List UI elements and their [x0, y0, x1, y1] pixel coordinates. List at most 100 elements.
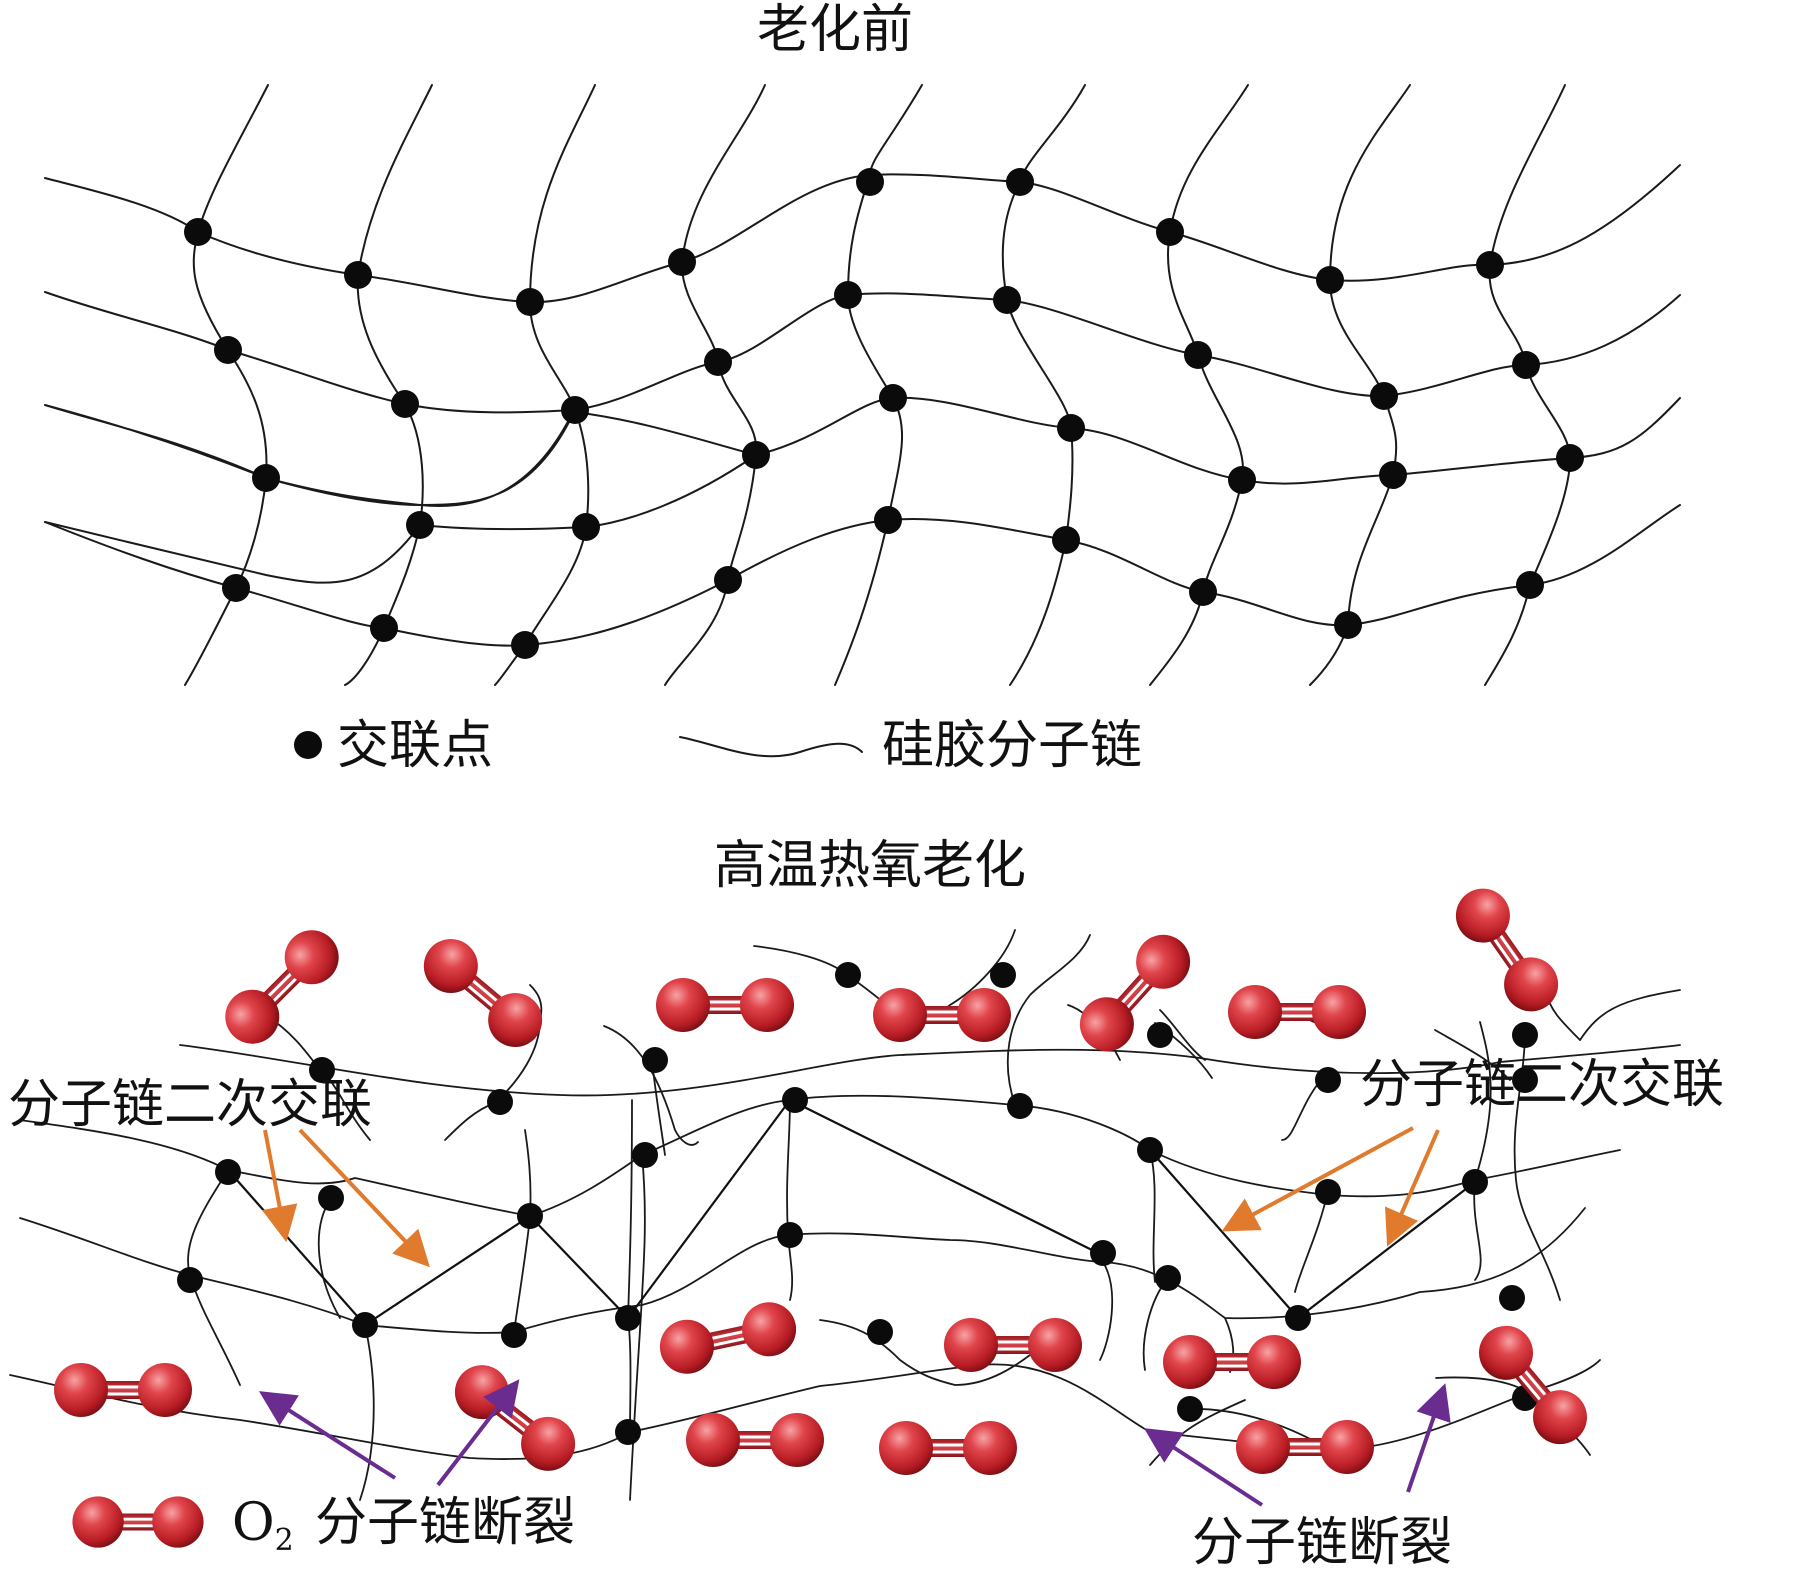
chain-break-arrow — [1406, 1383, 1451, 1493]
legend-crosslink-icon — [294, 731, 322, 759]
o2-molecule-icon — [411, 926, 555, 1060]
crosslink-point — [318, 1185, 344, 1211]
aged-chain — [603, 1025, 699, 1146]
chain-break-arrow — [258, 1391, 397, 1480]
crosslink-point — [834, 281, 862, 309]
crosslink-point — [1285, 1305, 1311, 1331]
crosslink-bond — [789, 1099, 1103, 1256]
crosslink-point — [516, 288, 544, 316]
crosslink-point — [835, 962, 861, 988]
crosslink-point — [406, 511, 434, 539]
aged-chain — [1149, 1149, 1156, 1283]
crosslink-point — [252, 464, 280, 492]
crosslink-point — [777, 1222, 803, 1248]
crosslink-point — [1184, 341, 1212, 369]
crosslink-point — [1177, 1396, 1203, 1422]
aged-chain — [1434, 1029, 1511, 1081]
crosslink-point — [1052, 526, 1080, 554]
crosslink-point — [222, 574, 250, 602]
crosslink-point — [1147, 1022, 1173, 1048]
aged-chain — [651, 1059, 666, 1156]
crosslink-point — [993, 286, 1021, 314]
crosslink-point — [1379, 461, 1407, 489]
top-h-chain — [44, 396, 1681, 508]
crosslink-point — [1090, 1240, 1116, 1266]
legend-o2-icon — [71, 1494, 205, 1550]
crosslink-point — [1228, 466, 1256, 494]
aged-chain — [359, 1324, 375, 1501]
top-h-chain — [44, 454, 757, 584]
crosslink-point — [1007, 1093, 1033, 1119]
crosslink-point — [1476, 251, 1504, 279]
legend-o2-label: O2 — [232, 1493, 294, 1558]
crosslink-point — [1512, 1067, 1538, 1093]
crosslink-point — [990, 962, 1016, 988]
crosslink-point — [352, 1312, 378, 1338]
crosslink-point — [1512, 1022, 1538, 1048]
o2-molecule-icon — [1466, 1313, 1600, 1457]
crosslink-point — [1499, 1285, 1525, 1311]
aged-chain — [786, 1099, 794, 1301]
secondary-crosslink-arrow — [1221, 1126, 1414, 1232]
o2-molecule-icon — [654, 976, 796, 1034]
top-v-chain — [664, 84, 766, 686]
annotation-arrows — [258, 1126, 1451, 1507]
secondary-crosslink-arrow — [1385, 1129, 1440, 1247]
crosslink-point — [214, 336, 242, 364]
crosslink-point — [1516, 571, 1544, 599]
crosslink-bond — [1149, 1149, 1299, 1319]
crosslink-point — [1334, 611, 1362, 639]
annotation-chain-break-left: 分子链断裂 — [315, 1493, 575, 1553]
o2-molecule-icon — [1234, 1418, 1376, 1476]
crosslink-point — [1189, 578, 1217, 606]
crosslink-point — [517, 1203, 543, 1229]
o2-molecule-icon — [942, 1316, 1084, 1374]
crosslink-point — [561, 396, 589, 424]
bottom-legend: O2 — [71, 1493, 294, 1558]
crosslink-point — [177, 1267, 203, 1293]
crosslink-bond — [529, 1215, 629, 1319]
aged-chain — [513, 1129, 532, 1333]
aged-chain — [1294, 1189, 1329, 1293]
crosslink-point — [615, 1305, 641, 1331]
crosslink-point — [370, 614, 398, 642]
top-panel-title: 老化前 — [757, 0, 913, 60]
crosslink-point — [1512, 351, 1540, 379]
crosslink-point — [714, 566, 742, 594]
bottom-network — [9, 929, 1681, 1501]
legend-chain-label: 硅胶分子链 — [882, 716, 1142, 776]
crosslink-point — [867, 1319, 893, 1345]
o2-molecule-icon — [877, 1419, 1019, 1477]
o2-molecule-icon — [871, 986, 1013, 1044]
top-h-chain — [44, 291, 1681, 414]
top-crosslinks — [184, 168, 1584, 659]
crosslink-bond — [627, 1099, 791, 1319]
crosslink-point — [856, 168, 884, 196]
crosslink-point — [782, 1087, 808, 1113]
crosslink-point — [704, 348, 732, 376]
secondary-crosslink-bonds — [227, 1099, 1476, 1326]
aged-chain — [317, 1197, 341, 1319]
top-v-chain — [344, 84, 433, 686]
crosslink-point — [879, 384, 907, 412]
crosslink-bond — [364, 1215, 531, 1326]
legend-o2-subscript: 2 — [275, 1523, 294, 1558]
aged-chain — [9, 1359, 1601, 1460]
o2-molecule-icon — [1226, 983, 1368, 1041]
top-legend: 交联点 硅胶分子链 — [294, 716, 1142, 776]
crosslink-bond — [1297, 1181, 1476, 1319]
legend-chain-icon — [679, 736, 863, 758]
crosslink-point — [215, 1159, 241, 1185]
o2-molecule-icon — [684, 1411, 826, 1469]
crosslink-point — [742, 441, 770, 469]
crosslink-point — [668, 248, 696, 276]
legend-crosslink-label: 交联点 — [337, 716, 493, 776]
top-h-chain — [44, 504, 1681, 647]
crosslink-point — [1006, 168, 1034, 196]
secondary-crosslink-arrow — [298, 1128, 430, 1268]
crosslink-bond — [227, 1169, 366, 1326]
crosslink-point — [1155, 1265, 1181, 1291]
secondary-crosslink-arrow — [261, 1129, 298, 1243]
o2-molecule-icon — [52, 1361, 194, 1419]
crosslink-point — [1316, 266, 1344, 294]
